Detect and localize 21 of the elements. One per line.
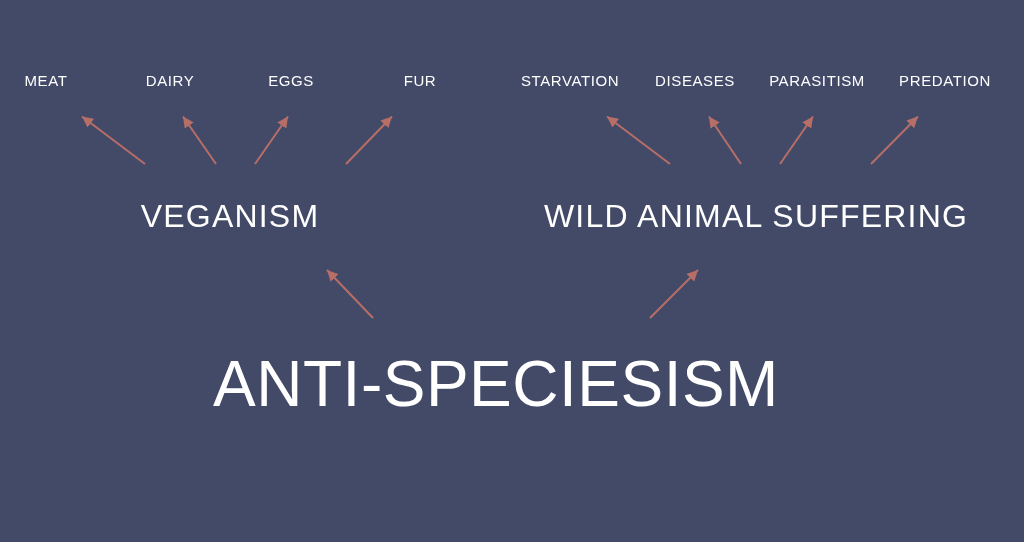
- topic-label: EGGS: [268, 72, 314, 88]
- topic-label: PREDATION: [899, 72, 991, 88]
- topic-label: MEAT: [24, 72, 68, 88]
- arrow: [870, 115, 919, 165]
- arrow: [345, 115, 393, 165]
- arrow: [779, 115, 814, 165]
- arrow: [326, 269, 374, 319]
- arrow: [606, 115, 671, 165]
- arrow: [81, 115, 146, 165]
- topic-label: STARVATION: [520, 72, 620, 88]
- topic-label: DISEASES: [655, 72, 735, 88]
- topic-label: PARASITISM: [769, 72, 865, 88]
- arrow: [649, 269, 699, 319]
- subtopic-label: VEGANISM: [140, 200, 320, 232]
- topic-label: DAIRY: [145, 72, 195, 88]
- subtopic-label: WILD ANIMAL SUFFERING: [543, 200, 969, 232]
- arrow: [182, 115, 217, 165]
- topic-label: FUR: [403, 72, 437, 88]
- arrow: [708, 115, 742, 165]
- main-topic-label: ANTI-SPECIESISM: [213, 352, 779, 416]
- arrow: [254, 115, 289, 165]
